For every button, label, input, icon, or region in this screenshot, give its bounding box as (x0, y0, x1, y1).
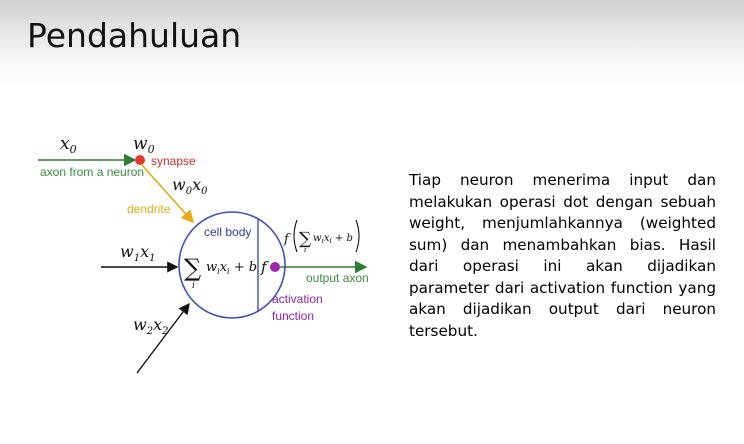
w2x2-arrow (136, 302, 190, 374)
svg-text:f: f (283, 232, 291, 247)
svg-text:∑: ∑ (299, 229, 311, 249)
w2x2-label: w2x2 (133, 315, 168, 337)
sum-index: i (192, 281, 195, 291)
w0x0-label: w0x0 (172, 175, 208, 197)
synapse-dot (135, 155, 145, 165)
dendrite-arrow (141, 164, 195, 224)
axon-from-neuron-label: axon from a neuron (40, 165, 144, 179)
activation-label-line2: function (272, 309, 314, 323)
synapse-label: synapse (151, 154, 196, 168)
slide-title: Pendahuluan (27, 16, 242, 55)
output-axon-label: output axon (306, 271, 369, 285)
f-symbol: f (260, 258, 269, 276)
neuron-diagram: x0 w0 synapse axon from a neuron w0x0 de… (38, 134, 369, 374)
cell-body-label: cell body (204, 225, 251, 239)
svg-text:wixi + b: wixi + b (313, 233, 353, 245)
activation-expression: f ∑ i wixi + b (283, 219, 360, 254)
x0-label: x0 (60, 134, 77, 156)
description-paragraph: Tiap neuron menerima input dan melakukan… (409, 171, 716, 340)
activation-label-line1: activation (272, 292, 323, 306)
sum-symbol: ∑ (184, 254, 201, 282)
dendrite-label: dendrite (127, 202, 171, 216)
activation-dot (270, 262, 280, 272)
sum-body: wixi + b (206, 260, 257, 276)
w1x1-label: w1x1 (120, 242, 155, 264)
cell-body-circle (178, 211, 286, 319)
w0-label: w0 (133, 134, 155, 156)
svg-text:i: i (304, 246, 306, 254)
title-band (0, 0, 744, 86)
